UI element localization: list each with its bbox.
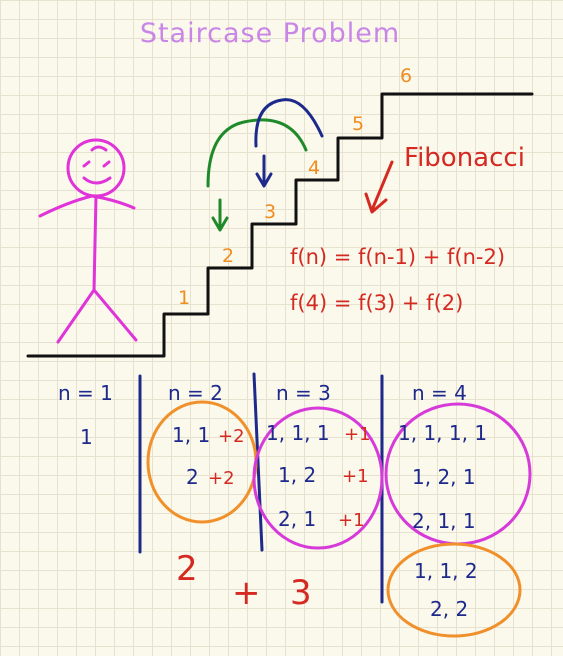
jump-arrow-green [206,118,308,232]
formula-example: f(4) = f(3) + f(2) [290,291,463,315]
column-n2-suffix-2: +2 [208,468,235,489]
column-header-n1: n = 1 [58,381,113,405]
column-n4-row-1: 1, 1, 1, 1 [398,421,487,445]
column-n2: n = 2 1, 1 +2 2 +2 [146,381,258,524]
stick-figure-arms [38,194,136,218]
formula-general: f(n) = f(n-1) + f(n-2) [290,245,505,269]
fibonacci-arrow [364,160,394,214]
diagram-title: Staircase Problem [140,18,400,49]
stick-figure-legs [56,288,138,344]
column-n4-row-3: 2, 1, 1 [412,509,476,533]
jump-arrow-blue [254,98,324,188]
sum-operator: + [232,573,261,613]
column-n4-row-2: 1, 2, 1 [412,465,476,489]
staircase [26,92,534,358]
step-number-5: 5 [352,113,364,135]
column-n3-circle [252,406,384,550]
column-header-n4: n = 4 [412,381,467,405]
column-n3-row-1: 1, 1, 1 [266,421,330,445]
sum-annotation: 2 + 3 [176,549,312,613]
column-n3-suffix-1: +1 [344,424,371,445]
column-n3-row-3: 2, 1 [278,507,316,531]
column-n3: n = 3 1, 1, 1 +1 1, 2 +1 2, 1 +1 [252,381,384,550]
column-n2-row-1: 1, 1 [172,423,210,447]
column-n4-row-5: 2, 2 [430,597,468,621]
column-n4-circle-orange [386,542,522,638]
step-number-6: 6 [400,65,412,87]
column-n3-suffix-2: +1 [342,466,369,487]
column-n2-suffix-1: +2 [218,426,245,447]
stick-figure-body [92,194,98,292]
step-number-1: 1 [178,287,190,309]
step-number-3: 3 [264,201,276,223]
step-number-2: 2 [222,245,234,267]
column-n3-row-2: 1, 2 [278,463,316,487]
stick-figure-face [82,145,112,185]
column-n1-row-1: 1 [80,425,93,449]
sum-left: 2 [176,549,198,589]
column-header-n3: n = 3 [276,381,331,405]
fibonacci-label: Fibonacci [404,143,525,173]
sum-right: 3 [290,573,312,613]
column-n4: n = 4 1, 1, 1, 1 1, 2, 1 2, 1, 1 1, 1, 2… [384,381,532,638]
column-n3-suffix-3: +1 [338,510,365,531]
column-n2-circle [146,400,258,524]
column-n4-row-4: 1, 1, 2 [414,559,478,583]
column-n2-row-2: 2 [186,465,199,489]
stick-figure [38,138,138,344]
step-numbers: 1 2 3 4 5 6 [178,65,412,309]
column-n1: n = 1 1 [58,381,113,449]
step-number-4: 4 [308,157,320,179]
